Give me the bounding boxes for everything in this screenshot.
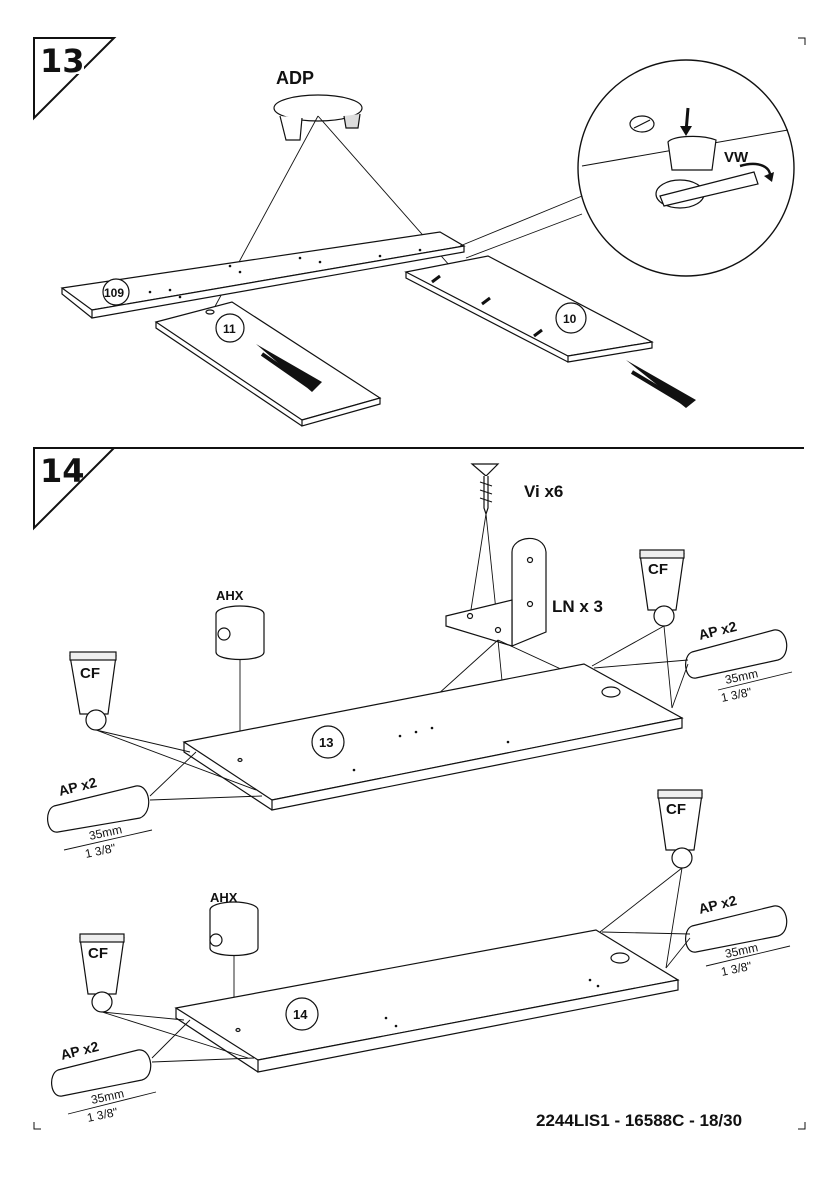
adp-cap: ADP — [274, 68, 362, 140]
part-label: LN x 3 — [552, 597, 603, 616]
glue-cf-left-14: CF — [80, 934, 124, 1012]
part-number: 10 — [563, 312, 577, 326]
part-label: AP x2 — [697, 618, 739, 643]
part-label: CF — [648, 561, 668, 578]
screw-vi: Vi x6 — [472, 464, 563, 514]
part-label: Vi x6 — [524, 482, 563, 501]
direction-arrow — [626, 360, 696, 408]
step-number-badge: 14 — [34, 448, 114, 528]
part-label: CF — [666, 801, 686, 818]
step-13: 13 ADP 109 — [34, 38, 794, 426]
part-number: 11 — [223, 322, 236, 336]
part-label: AP x2 — [59, 1038, 101, 1063]
step-number: 14 — [40, 452, 85, 490]
glue-cf-right-13: CF — [640, 550, 684, 626]
part-number: 109 — [104, 286, 124, 300]
step-number: 13 — [40, 42, 85, 80]
ahx-cam-lower: AHX — [210, 890, 258, 956]
dimension-inch: 1 3/8" — [720, 685, 753, 705]
dowel-ap-left-13: AP x2 35mm 1 3/8" — [48, 774, 152, 861]
footer-code: 2244LIS1 - 16588C - 18/30 — [536, 1111, 742, 1130]
panel-11: 11 — [156, 302, 380, 426]
part-label: AHX — [210, 890, 238, 905]
part-label: AP x2 — [57, 774, 99, 799]
step-number-badge: 13 — [34, 38, 114, 118]
dimension-inch: 1 3/8" — [86, 1105, 119, 1125]
panel-109: 109 — [62, 232, 464, 318]
part-label: AP x2 — [697, 892, 739, 917]
glue-cf-right-14: CF — [658, 790, 702, 868]
part-label: CF — [88, 945, 108, 962]
ahx-cam-upper: AHX — [216, 588, 264, 660]
panel-13: 13 — [184, 664, 682, 810]
glue-cf-left-13: CF — [70, 652, 116, 730]
part-label: CF — [80, 665, 100, 682]
part-number: 14 — [293, 1007, 308, 1022]
part-label: AHX — [216, 588, 244, 603]
panel-10: 10 — [406, 256, 696, 408]
dowel-ap-right-13: AP x2 35mm 1 3/8" — [686, 618, 792, 705]
detail-callout: VW — [460, 60, 794, 276]
part-number: 13 — [319, 735, 333, 750]
bracket-ln: LN x 3 — [446, 538, 603, 646]
part-label: ADP — [276, 68, 314, 88]
dimension-inch: 1 3/8" — [84, 841, 117, 861]
step-14: 14 Vi x6 LN x 3 AHX — [34, 448, 792, 1125]
dowel-ap-right-14: AP x2 35mm 1 3/8" — [686, 892, 790, 979]
dowel-ap-left-14: AP x2 35mm 1 3/8" — [52, 1038, 156, 1125]
